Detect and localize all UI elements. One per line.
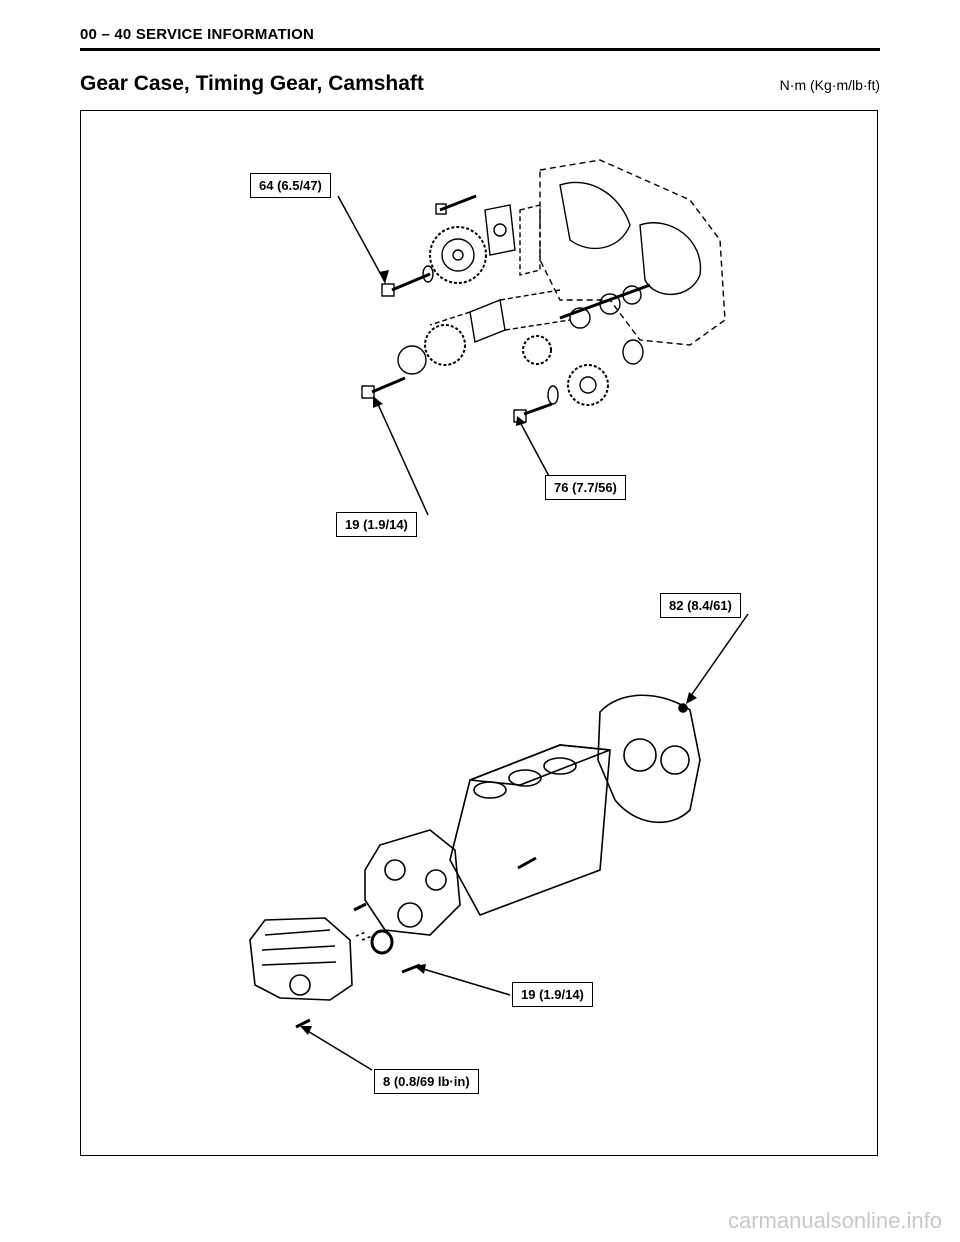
cylinder-bore — [508, 769, 542, 787]
gear-case-outline — [539, 159, 726, 346]
rear-plate-opening — [623, 738, 657, 772]
exploded-diagram-frame — [80, 110, 878, 1156]
leader-line — [376, 401, 429, 516]
camshaft — [559, 283, 651, 320]
oil-seal — [370, 929, 394, 955]
small-gear — [522, 335, 552, 365]
timing-gear — [429, 226, 487, 284]
arrow-head — [686, 692, 697, 704]
flange-hole — [493, 223, 507, 237]
timing-gear-hub — [441, 238, 475, 272]
torque-callout: 64 (6.5/47) — [250, 173, 331, 198]
gear-case-bore — [384, 859, 406, 881]
arrow-head — [373, 396, 383, 408]
idler-hub — [397, 345, 427, 375]
washer — [422, 265, 434, 283]
leader-line — [519, 421, 551, 479]
bolt — [295, 1018, 311, 1029]
torque-callout: 19 (1.9/14) — [512, 982, 593, 1007]
torque-units: N·m (Kg·m/lb·ft) — [779, 77, 880, 93]
rear-plate — [597, 694, 701, 824]
rear-plate-opening — [660, 745, 690, 775]
bolt-head — [361, 385, 375, 399]
gear-case-opening — [559, 181, 631, 250]
washer — [547, 385, 559, 405]
cam-gear — [567, 364, 609, 406]
leader-line — [419, 967, 511, 996]
cover-ribs — [261, 929, 337, 966]
camshaft-journal — [622, 285, 642, 305]
bolt-head — [435, 203, 447, 215]
bolt — [391, 272, 431, 292]
gear-case-bore — [425, 869, 447, 891]
torque-callout: 19 (1.9/14) — [336, 512, 417, 537]
camshaft-journal — [599, 293, 621, 315]
arrow-head — [516, 416, 526, 426]
idler-shaft — [469, 299, 506, 343]
header-rule — [80, 48, 880, 51]
bushing — [622, 339, 644, 365]
page-title: Gear Case, Timing Gear, Camshaft — [80, 72, 424, 95]
bolt — [401, 963, 421, 974]
alignment-line — [429, 289, 571, 331]
page-header: 00 – 40 SERVICE INFORMATION — [80, 26, 315, 43]
gear-case-bore — [397, 902, 423, 928]
leader-line — [687, 613, 749, 701]
timing-gear-bore — [452, 249, 464, 261]
arrow-head — [300, 1026, 312, 1035]
watermark: carmanualsonline.info — [727, 1208, 942, 1233]
leader-line — [337, 195, 386, 283]
alignment-line — [355, 931, 373, 941]
torque-callout: 8 (0.8/69 lb·in) — [374, 1069, 479, 1094]
cam-gear-hub — [579, 376, 597, 394]
cylinder-bore — [473, 781, 507, 799]
bolt-head — [381, 283, 395, 297]
bolt — [353, 902, 367, 912]
rear-plate-bolt — [678, 703, 688, 713]
cover-seal-bore — [289, 974, 311, 996]
bolt — [523, 402, 553, 416]
torque-callout: 76 (7.7/56) — [545, 475, 626, 500]
cover-plate — [519, 204, 541, 276]
leader-line — [305, 1029, 373, 1071]
arrow-head — [379, 270, 389, 284]
torque-callout: 82 (8.4/61) — [660, 593, 741, 618]
idler-gear — [424, 324, 466, 366]
cylinder-bore — [543, 757, 577, 775]
bolt — [371, 376, 406, 394]
camshaft-journal — [569, 307, 591, 329]
bolt-head — [513, 409, 527, 423]
timing-gear-cover — [249, 917, 353, 1001]
flange-plate — [484, 204, 516, 256]
gear-case-opening — [639, 222, 702, 296]
gear-case — [364, 829, 461, 936]
bolt — [517, 856, 537, 870]
cylinder-block-top — [469, 744, 611, 786]
